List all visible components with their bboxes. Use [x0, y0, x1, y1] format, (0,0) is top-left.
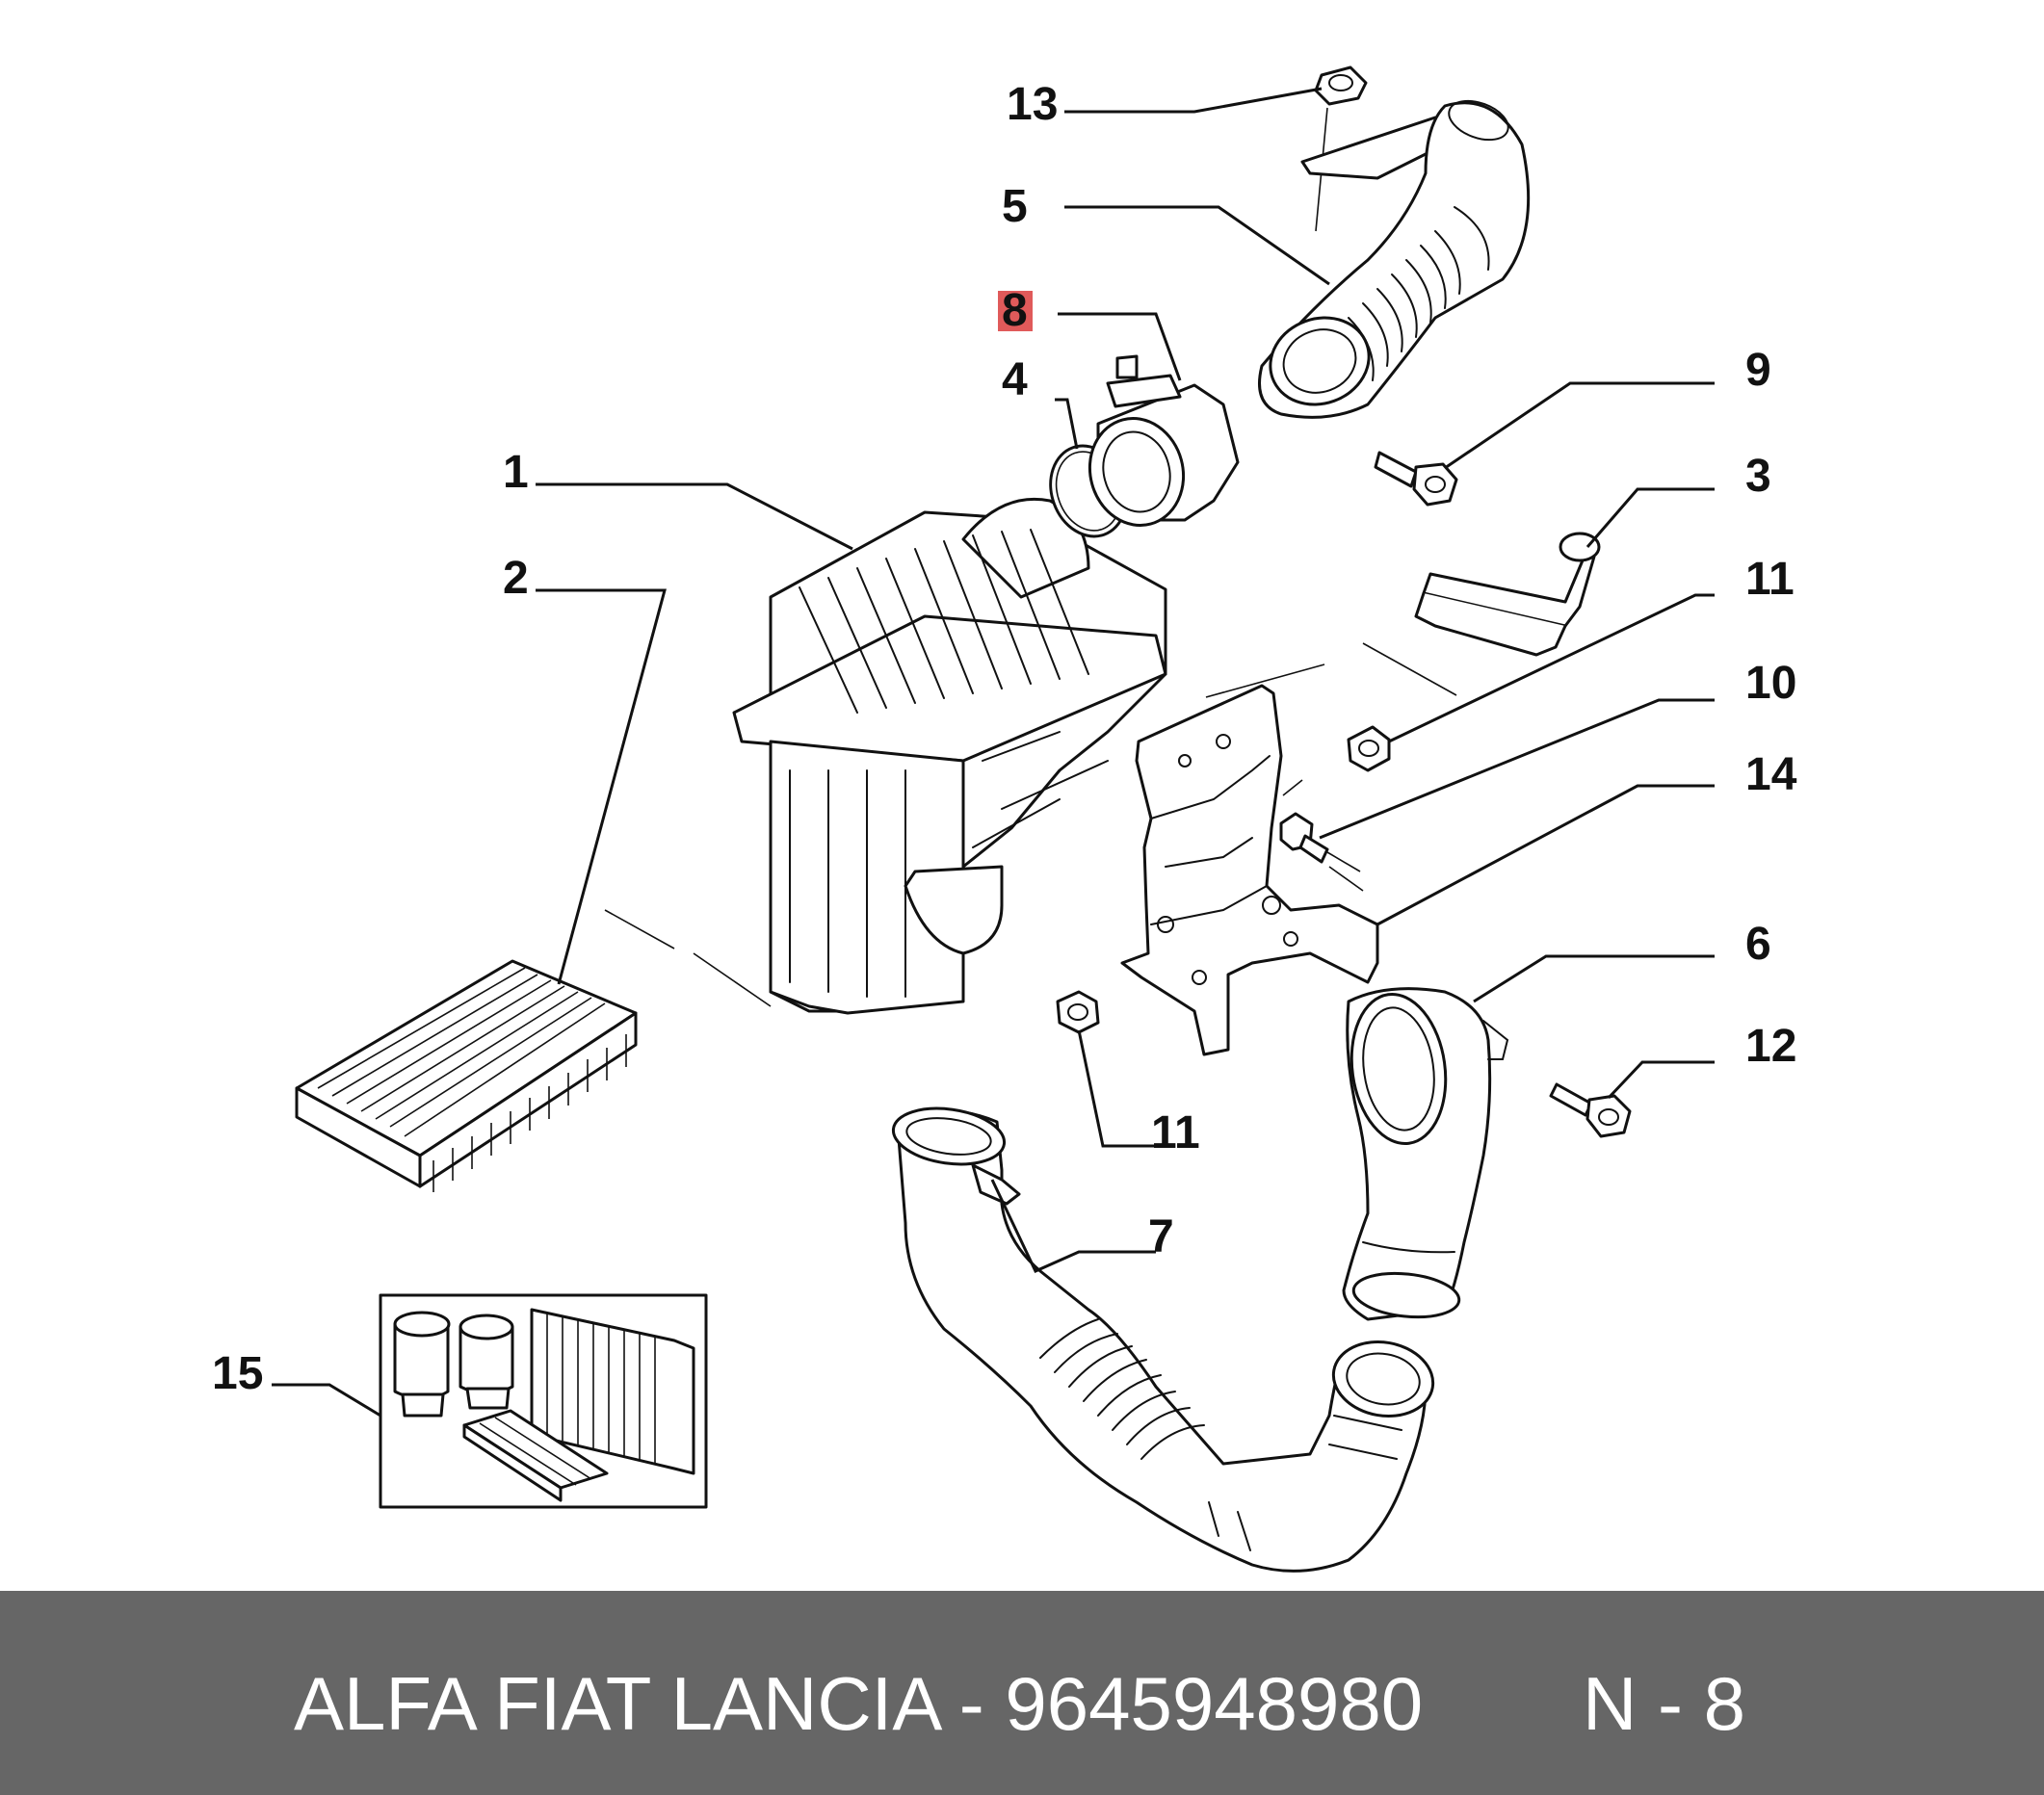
callout-9: 9 [1745, 345, 1771, 396]
callout-11-upper: 11 [1745, 554, 1795, 605]
footer-brand-part-number: ALFA FIAT LANCIA - 9645948980 [294, 1661, 1423, 1746]
callout-15: 15 [212, 1348, 263, 1399]
callout-labels: 13 5 8 4 9 3 11 10 14 6 12 11 7 1 2 15 [212, 79, 1797, 1399]
intake-hose-icon [891, 1106, 1435, 1573]
mounting-bracket-icon [1120, 663, 1379, 1056]
nut-icon [1056, 990, 1100, 1034]
callout-13: 13 [1007, 79, 1058, 130]
bolt-icon [1374, 451, 1458, 507]
callout-4: 4 [1002, 354, 1028, 405]
nut-icon [1314, 65, 1368, 232]
callout-12: 12 [1745, 1021, 1796, 1072]
callout-1: 1 [503, 447, 529, 498]
callout-2: 2 [503, 553, 529, 604]
mounting-bracket-icon [1362, 532, 1601, 696]
intake-hose-icon [1258, 99, 1531, 419]
footer-bar: ALFA FIAT LANCIA - 9645948980 N - 8 [0, 1591, 2044, 1795]
nut-icon [1347, 725, 1391, 772]
intake-hose-icon [1342, 987, 1509, 1321]
callout-10: 10 [1745, 658, 1796, 709]
filter-kit-icon [379, 1293, 708, 1509]
air-filter-housing-icon [604, 497, 1167, 1015]
callout-5: 5 [1002, 181, 1028, 232]
bolt-icon [1549, 1082, 1632, 1138]
callout-7: 7 [1148, 1211, 1174, 1262]
callout-14: 14 [1745, 749, 1797, 800]
air-filter-element-icon [295, 959, 638, 1192]
callout-8-highlight [998, 291, 1033, 331]
mass-air-flow-sensor-icon [1088, 354, 1240, 528]
footer-page-ref: N - 8 [1583, 1661, 1745, 1746]
callout-3: 3 [1745, 451, 1771, 502]
bolt-icon [1279, 812, 1364, 892]
callout-6: 6 [1745, 919, 1771, 970]
callout-11-lower: 11 [1151, 1107, 1200, 1158]
leader-lines [272, 87, 1715, 1418]
callout-8: 8 [1002, 285, 1028, 336]
